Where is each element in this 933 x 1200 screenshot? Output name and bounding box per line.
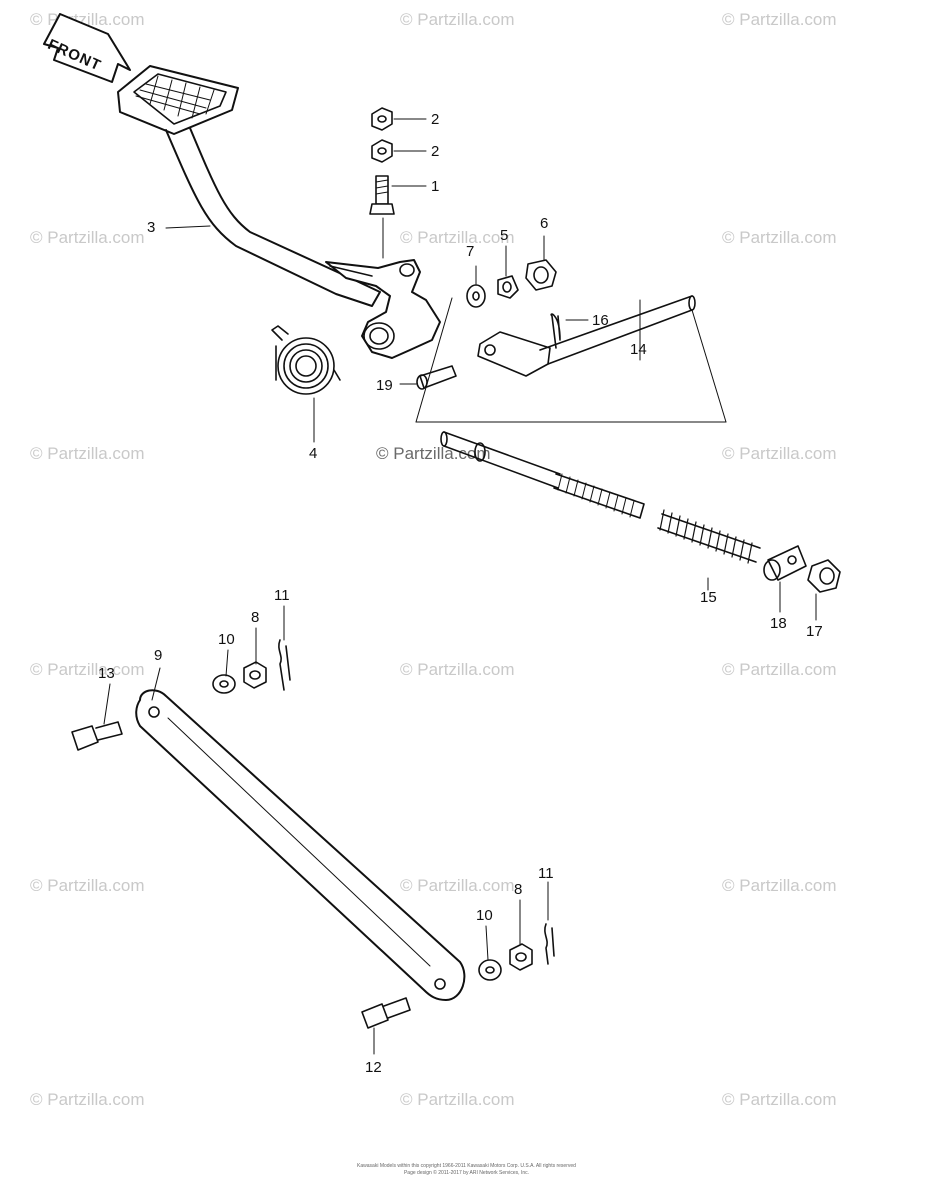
washer-7 <box>466 284 486 308</box>
washer-10-upper <box>212 674 236 694</box>
clevis-pin-19 <box>416 365 457 390</box>
nut-8-upper <box>243 661 267 689</box>
watermark: © Partzilla.com <box>722 444 837 463</box>
nut-upper <box>371 107 393 131</box>
watermark: © Partzilla.com <box>30 660 145 679</box>
callout-8: 8 <box>514 881 523 898</box>
copyright-line: Kawasaki Models within this copyright 19… <box>357 1163 576 1169</box>
watermark: © Partzilla.com <box>400 876 515 895</box>
nut-lower <box>371 139 393 163</box>
callout-7: 7 <box>466 243 475 260</box>
brake-rod-rear <box>440 431 645 519</box>
center-watermark: © Partzilla.com <box>376 444 491 463</box>
callout-2: 2 <box>431 143 440 160</box>
callout-17: 17 <box>806 623 823 640</box>
watermark: © Partzilla.com <box>722 876 837 895</box>
cotter-pin-16 <box>550 313 561 349</box>
callout-18: 18 <box>770 615 787 632</box>
callout-4: 4 <box>309 445 318 462</box>
watermark: © Partzilla.com <box>30 876 145 895</box>
nut-8-lower <box>509 943 533 971</box>
watermark: © Partzilla.com <box>30 1090 145 1109</box>
callout-8: 8 <box>251 609 260 626</box>
return-spring <box>271 325 341 395</box>
leader-lines <box>103 118 817 1055</box>
callout-19: 19 <box>376 377 393 394</box>
joint-18 <box>763 545 807 581</box>
cap-nut-6 <box>525 259 557 291</box>
callout-12: 12 <box>365 1059 382 1076</box>
brake-pedal-arm <box>165 127 441 359</box>
callout-9: 9 <box>154 647 163 664</box>
watermark: © Partzilla.com <box>400 228 515 247</box>
watermark: © Partzilla.com <box>722 228 837 247</box>
callout-13: 13 <box>98 665 115 682</box>
watermark: © Partzilla.com <box>722 660 837 679</box>
cotter-pin-11-lower <box>544 923 555 965</box>
callout-11: 11 <box>538 865 554 882</box>
watermark: © Partzilla.com <box>400 660 515 679</box>
callout-6: 6 <box>540 215 549 232</box>
bolt-13 <box>71 721 123 751</box>
callout-11: 11 <box>274 587 290 604</box>
brake-pedal-pad <box>117 65 239 135</box>
collar-5 <box>497 275 519 299</box>
callout-3: 3 <box>147 219 156 236</box>
callout-10: 10 <box>476 907 493 924</box>
front-arrow-icon <box>43 13 131 83</box>
callout-15: 15 <box>700 589 717 606</box>
copyright-line: Page design © 2011-2017 by ARI Network S… <box>403 1170 530 1176</box>
washer-10-lower <box>478 959 502 981</box>
watermark: © Partzilla.com <box>400 1090 515 1109</box>
callout-5: 5 <box>500 227 509 244</box>
callout-14: 14 <box>630 341 647 358</box>
bolt-12 <box>361 997 411 1029</box>
watermark: © Partzilla.com <box>400 10 515 29</box>
brake-spring-15 <box>657 509 761 564</box>
nut-17 <box>807 559 841 593</box>
torque-link-9 <box>135 689 466 1001</box>
callout-1: 1 <box>431 178 440 195</box>
watermark: © Partzilla.com <box>722 1090 837 1109</box>
pivot-bolt <box>369 175 395 259</box>
watermark: © Partzilla.com <box>30 444 145 463</box>
watermark: © Partzilla.com <box>30 228 145 247</box>
watermark: © Partzilla.com <box>722 10 837 29</box>
callout-2: 2 <box>431 111 440 128</box>
callout-10: 10 <box>218 631 235 648</box>
callout-16: 16 <box>592 312 609 329</box>
cotter-pin-11-upper <box>278 639 291 691</box>
brake-rod-front <box>477 295 696 377</box>
break-lines <box>415 297 727 423</box>
